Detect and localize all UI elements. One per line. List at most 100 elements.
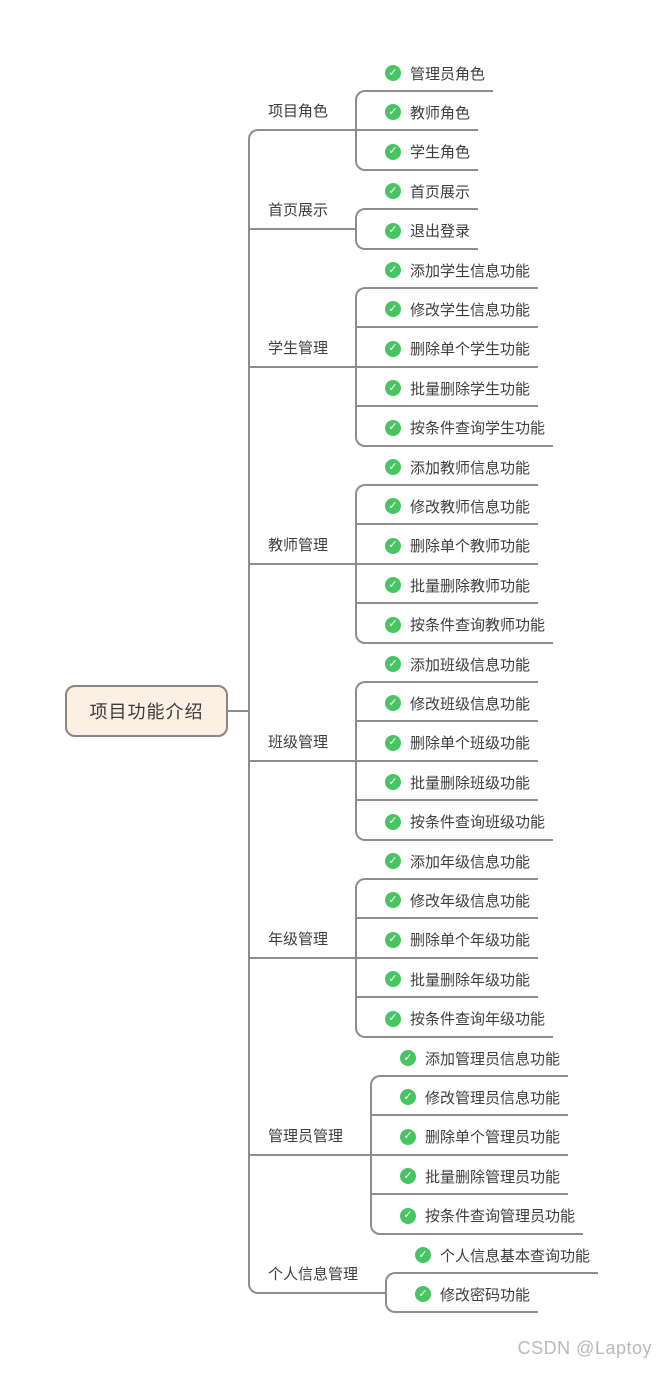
leaf-topic[interactable]: ✓ 修改管理员信息功能 — [400, 1083, 560, 1111]
leaf-topic[interactable]: ✓ 管理员角色 — [385, 59, 485, 87]
leaf-topic[interactable]: ✓添加班级信息功能 — [385, 650, 530, 678]
connector-line — [248, 1281, 385, 1294]
leaf-topic[interactable]: ✓ 按条件查询管理员功能 — [400, 1202, 575, 1230]
root-topic[interactable]: 项目功能介绍 — [65, 685, 228, 737]
leaf-topic[interactable]: ✓ 批量删除教师功能 — [385, 571, 530, 599]
leaf-topic[interactable]: ✓学生角色 — [385, 138, 470, 166]
connector-line — [370, 1222, 583, 1235]
connector-line — [355, 208, 478, 221]
leaf-topic-label: 添加管理员信息功能 — [425, 1050, 561, 1068]
leaf-topic-label: 批量删除管理员功能 — [425, 1168, 561, 1186]
leaf-topic[interactable]: ✓ 批量删除班级功能 — [385, 768, 530, 796]
leaf-topic[interactable]: ✓添加年级信息功能 — [385, 847, 530, 875]
leaf-topic[interactable]: ✓修改学生信息功能 — [385, 295, 530, 323]
leaf-topic-label: 添加教师信息功能 — [410, 459, 531, 477]
connector-line — [370, 1193, 568, 1196]
leaf-topic[interactable]: ✓按条件查询学生功能 — [385, 414, 545, 442]
connector-line — [370, 1075, 568, 1087]
connector-line — [370, 1153, 568, 1156]
leaf-topic-label: 按条件查询班级功能 — [410, 814, 546, 832]
leaf-topic[interactable]: ✓ 批量删除管理员功能 — [400, 1162, 560, 1190]
check-icon: ✓ — [400, 1128, 416, 1145]
leaf-topic-label: 教师角色 — [410, 104, 471, 122]
leaf-topic[interactable]: ✓按条件查询班级功能 — [385, 808, 545, 836]
leaf-topic[interactable]: ✓修改教师信息功能 — [385, 492, 530, 520]
connector-line — [355, 681, 538, 693]
leaf-topic-label: 批量删除教师功能 — [410, 577, 531, 595]
check-icon: ✓ — [385, 262, 401, 278]
leaf-topic-label: 批量删除班级功能 — [410, 774, 531, 792]
leaf-topic[interactable]: ✓ 添加管理员信息功能 — [400, 1044, 560, 1072]
branch-topic-8[interactable]: 个人信息管理 — [268, 1265, 359, 1283]
leaf-topic[interactable]: ✓删除单个教师功能 — [385, 532, 530, 560]
leaf-topic-label: 删除单个学生功能 — [410, 341, 531, 359]
check-icon: ✓ — [385, 498, 401, 515]
check-icon: ✓ — [400, 1089, 416, 1106]
leaf-topic[interactable]: ✓ 首页展示 — [385, 177, 470, 205]
connector-line — [355, 720, 538, 723]
branch-topic-3[interactable]: 学生管理 — [268, 339, 329, 357]
check-icon: ✓ — [385, 459, 401, 475]
leaf-topic[interactable]: ✓删除单个学生功能 — [385, 335, 530, 363]
connector-line — [355, 484, 538, 496]
leaf-topic[interactable]: ✓个人信息基本查询功能 — [415, 1241, 590, 1269]
connector-line — [248, 1153, 370, 1156]
leaf-topic[interactable]: ✓按条件查询年级功能 — [385, 1005, 545, 1033]
leaf-topic[interactable]: ✓添加学生信息功能 — [385, 256, 530, 284]
leaf-topic[interactable]: ✓退出登录 — [385, 217, 470, 245]
leaf-topic-label: 修改班级信息功能 — [410, 695, 531, 713]
branch-topic-5[interactable]: 班级管理 — [268, 733, 329, 751]
connector-line — [355, 158, 478, 171]
check-icon: ✓ — [385, 143, 401, 160]
branch-topic-7[interactable]: 管理员管理 — [268, 1127, 344, 1145]
check-icon: ✓ — [385, 1010, 401, 1027]
leaf-topic[interactable]: ✓删除单个年级功能 — [385, 926, 530, 954]
check-icon: ✓ — [385, 380, 401, 397]
leaf-topic-label: 按条件查询学生功能 — [410, 420, 546, 438]
check-icon: ✓ — [385, 183, 401, 200]
leaf-topic-label: 修改管理员信息功能 — [425, 1089, 561, 1107]
connector-line — [355, 602, 538, 605]
check-icon: ✓ — [385, 774, 401, 791]
branch-topic-2[interactable]: 首页展示 — [268, 201, 329, 219]
check-icon: ✓ — [385, 65, 401, 81]
connector-line — [355, 523, 538, 526]
connector-line — [248, 956, 355, 959]
connector-line — [248, 227, 355, 230]
leaf-topic[interactable]: ✓教师角色 — [385, 98, 470, 126]
leaf-topic-label: 删除单个年级功能 — [410, 932, 531, 950]
branch-topic-6[interactable]: 年级管理 — [268, 930, 329, 948]
connector-line — [355, 218, 357, 240]
leaf-topic[interactable]: ✓ 添加教师信息功能 — [385, 453, 530, 481]
connector-line — [355, 631, 553, 644]
leaf-topic-label: 管理员角色 — [410, 65, 486, 83]
leaf-topic[interactable]: ✓修改年级信息功能 — [385, 886, 530, 914]
connector-line — [355, 562, 538, 565]
leaf-topic-label: 修改年级信息功能 — [410, 892, 531, 910]
connector-line — [355, 799, 538, 802]
connector-line — [355, 828, 553, 841]
leaf-topic[interactable]: ✓删除单个管理员功能 — [400, 1123, 560, 1151]
leaf-topic[interactable]: ✓修改密码功能 — [415, 1280, 530, 1308]
check-icon: ✓ — [400, 1207, 416, 1224]
leaf-topic-label: 首页展示 — [410, 183, 471, 201]
check-icon: ✓ — [385, 656, 401, 672]
leaf-topic-label: 按条件查询管理员功能 — [425, 1208, 576, 1226]
leaf-topic[interactable]: ✓批量删除学生功能 — [385, 374, 530, 402]
branch-topic-1[interactable]: 项目角色 — [268, 103, 329, 121]
check-icon: ✓ — [400, 1050, 416, 1066]
leaf-topic[interactable]: ✓删除单个班级功能 — [385, 729, 530, 757]
connector-line — [248, 759, 355, 762]
leaf-topic[interactable]: ✓修改班级信息功能 — [385, 689, 530, 717]
check-icon: ✓ — [400, 1168, 416, 1185]
connector-line — [370, 1114, 568, 1117]
leaf-topic-label: 修改学生信息功能 — [410, 301, 531, 319]
leaf-topic[interactable]: ✓按条件查询教师功能 — [385, 611, 545, 639]
branch-topic-4[interactable]: 教师管理 — [268, 536, 329, 554]
connector-line — [248, 365, 355, 368]
check-icon: ✓ — [385, 537, 401, 554]
leaf-topic[interactable]: ✓批量删除年级功能 — [385, 965, 530, 993]
check-icon: ✓ — [385, 577, 401, 594]
connector-line — [355, 1025, 553, 1038]
